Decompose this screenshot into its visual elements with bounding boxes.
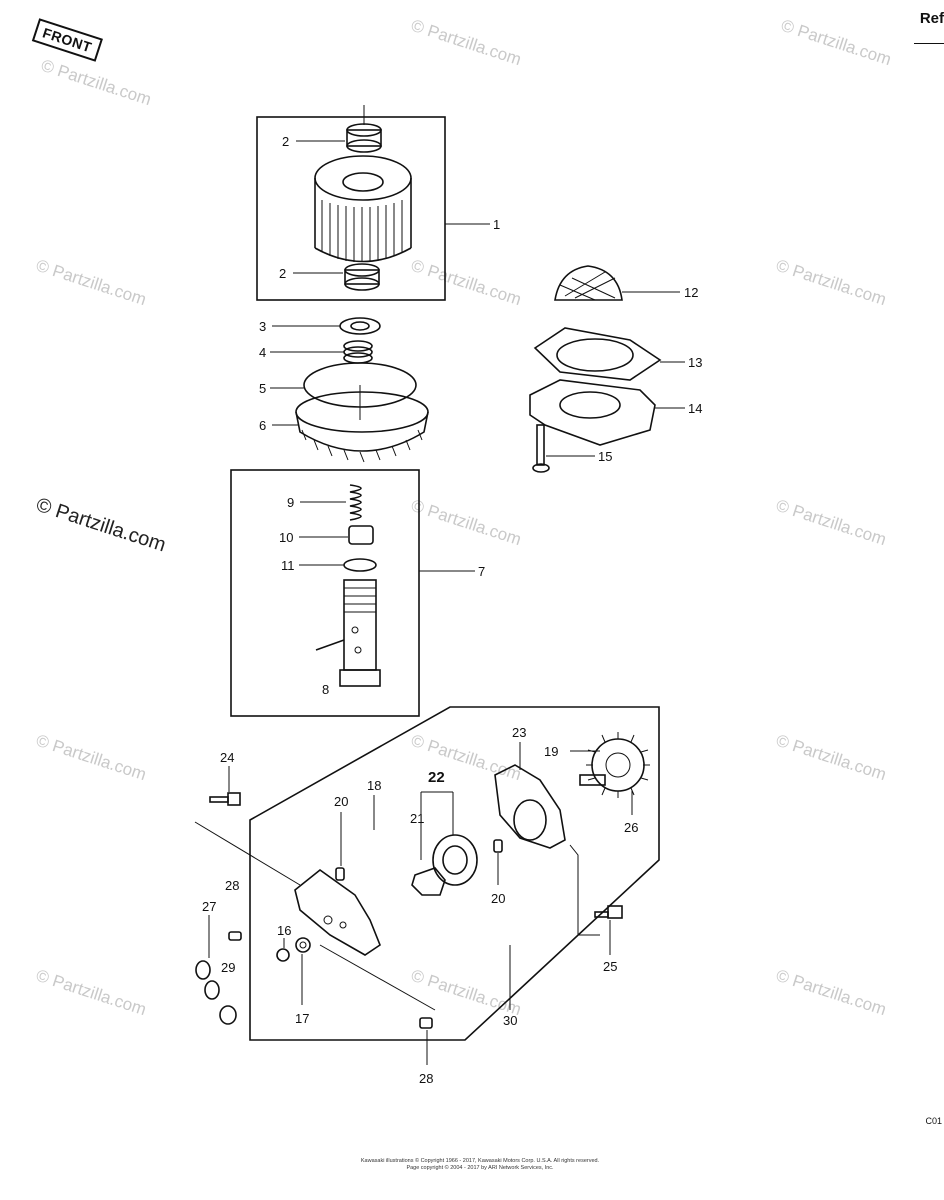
callout-26: 26 bbox=[624, 820, 638, 835]
watermark: © Partzilla.com bbox=[34, 256, 149, 309]
callout-19: 19 bbox=[544, 744, 558, 759]
watermark: © Partzilla.com bbox=[774, 966, 889, 1019]
callout-16: 16 bbox=[277, 923, 291, 938]
callout-1: 1 bbox=[493, 217, 500, 232]
callout-2: 2 bbox=[282, 134, 289, 149]
callout-13: 13 bbox=[688, 355, 702, 370]
watermark: © Partzilla.com bbox=[409, 966, 524, 1019]
callout-9: 9 bbox=[287, 495, 294, 510]
callout-20: 20 bbox=[334, 794, 348, 809]
watermark: © Partzilla.com bbox=[409, 16, 524, 69]
callout-21: 21 bbox=[410, 811, 424, 826]
callout-20: 20 bbox=[491, 891, 505, 906]
watermark: © Partzilla.com bbox=[774, 256, 889, 309]
watermark: © Partzilla.com bbox=[34, 731, 149, 784]
ref-divider bbox=[914, 43, 944, 44]
page-code: C01 bbox=[925, 1116, 942, 1126]
callout-3: 3 bbox=[259, 319, 266, 334]
callout-4: 4 bbox=[259, 345, 266, 360]
callout-14: 14 bbox=[688, 401, 702, 416]
callout-29: 29 bbox=[221, 960, 235, 975]
callout-24: 24 bbox=[220, 750, 234, 765]
filter-parts-stack bbox=[270, 317, 429, 463]
watermark: © Partzilla.com bbox=[409, 256, 524, 309]
watermark: © Partzilla.com bbox=[409, 731, 524, 784]
callout-11: 11 bbox=[281, 558, 295, 573]
oil-pump-assembly bbox=[194, 706, 660, 1065]
callout-28: 28 bbox=[419, 1071, 433, 1086]
callout-2: 2 bbox=[279, 266, 286, 281]
callout-30: 30 bbox=[503, 1013, 517, 1028]
callout-25: 25 bbox=[603, 959, 617, 974]
watermark: © Partzilla.com bbox=[774, 496, 889, 549]
watermark: © Partzilla.com bbox=[409, 496, 524, 549]
callout-23: 23 bbox=[512, 725, 526, 740]
callout-10: 10 bbox=[279, 530, 293, 545]
callout-28: 28 bbox=[225, 878, 239, 893]
watermark: © Partzilla.com bbox=[39, 56, 154, 109]
watermark: © Partzilla.com bbox=[774, 731, 889, 784]
callout-5: 5 bbox=[259, 381, 266, 396]
callout-27: 27 bbox=[202, 899, 216, 914]
watermark-large: © Partzilla.com bbox=[33, 494, 168, 557]
oil-pan-strainer-assembly bbox=[529, 265, 685, 473]
callout-6: 6 bbox=[259, 418, 266, 433]
callout-7: 7 bbox=[478, 564, 485, 579]
bypass-valve-assembly bbox=[230, 469, 475, 717]
copyright-line: Page copyright © 2004 - 2017 by ARI Netw… bbox=[406, 1165, 554, 1171]
callout-12: 12 bbox=[684, 285, 698, 300]
copyright-footer: Kawasaki illustrations © Copyright 1966 … bbox=[330, 1158, 630, 1172]
callout-17: 17 bbox=[295, 1011, 309, 1026]
callout-8: 8 bbox=[322, 682, 329, 697]
callout-18: 18 bbox=[367, 778, 381, 793]
callout-labels: 1 2 2 3 4 5 6 7 8 9 10 11 12 13 14 15 16… bbox=[202, 134, 702, 1086]
callout-22: 22 bbox=[428, 769, 445, 786]
copyright-line: Kawasaki illustrations © Copyright 1966 … bbox=[360, 1158, 600, 1164]
ref-label: Ref bbox=[919, 10, 944, 27]
watermark: © Partzilla.com bbox=[34, 966, 149, 1019]
watermark: © Partzilla.com bbox=[779, 16, 894, 69]
callout-15: 15 bbox=[598, 449, 612, 464]
oil-filter-assembly bbox=[256, 105, 490, 301]
